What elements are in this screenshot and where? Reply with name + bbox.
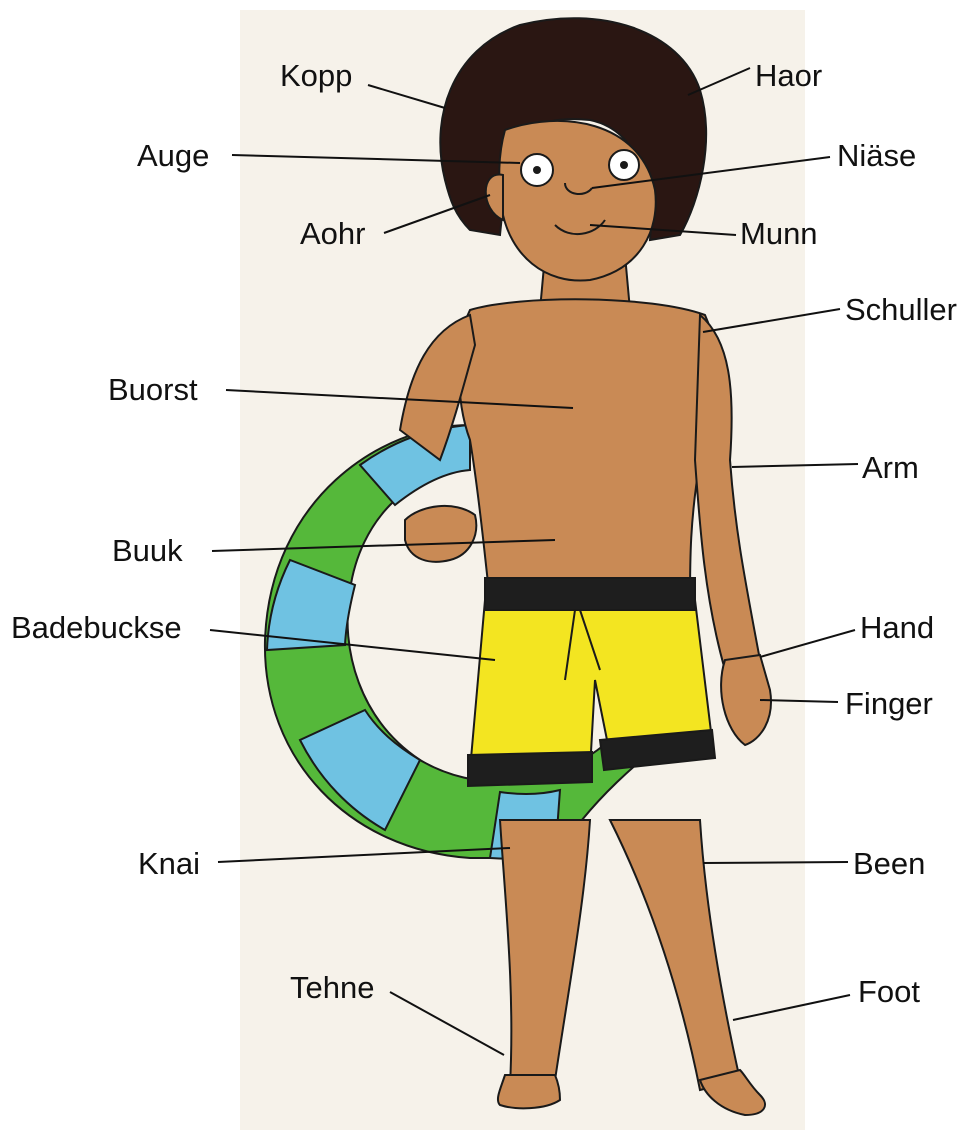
shorts-left-hem <box>468 752 592 786</box>
line-been <box>703 862 848 863</box>
label-badebuckse: Badebuckse <box>11 612 182 643</box>
label-auge: Auge <box>137 140 209 171</box>
label-kopp: Kopp <box>280 60 352 91</box>
left-pupil <box>533 166 541 174</box>
label-niaese: Niäse <box>837 140 916 171</box>
left-foot <box>498 1075 560 1108</box>
shorts-waistband <box>485 578 695 610</box>
right-pupil <box>620 161 628 169</box>
label-buorst: Buorst <box>108 374 198 405</box>
label-been: Been <box>853 848 925 879</box>
label-finger: Finger <box>845 688 933 719</box>
label-foot: Foot <box>858 976 920 1007</box>
label-knai: Knai <box>138 848 200 879</box>
label-schuller: Schuller <box>845 294 957 325</box>
label-haor: Haor <box>755 60 822 91</box>
label-buuk: Buuk <box>112 535 183 566</box>
label-aohr: Aohr <box>300 218 365 249</box>
chest-and-belly <box>459 299 718 600</box>
swim-shorts <box>468 578 715 786</box>
label-hand: Hand <box>860 612 934 643</box>
label-munn: Munn <box>740 218 818 249</box>
label-tehne: Tehne <box>290 972 374 1003</box>
label-arm: Arm <box>862 452 919 483</box>
